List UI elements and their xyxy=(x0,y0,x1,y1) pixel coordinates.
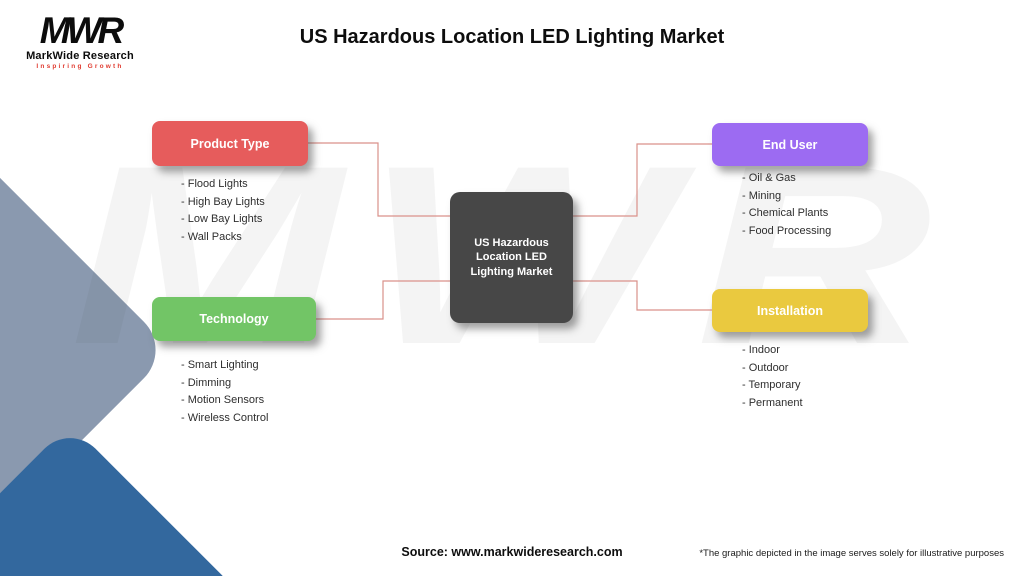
list-item: - Mining xyxy=(742,189,782,202)
list-item: - Wall Packs xyxy=(181,230,242,243)
category-items-end-user: - Oil & Gas - Mining - Chemical Plants -… xyxy=(742,170,831,240)
footer-disclaimer: *The graphic depicted in the image serve… xyxy=(699,548,1004,559)
category-box-product-type: Product Type xyxy=(152,121,308,166)
connector-technology xyxy=(316,280,450,320)
list-item: - Wireless Control xyxy=(181,411,269,424)
list-item: - Oil & Gas xyxy=(742,172,796,184)
connector-end-user xyxy=(573,143,712,217)
footer-source: Source: www.markwideresearch.com xyxy=(401,545,623,559)
category-items-product-type: - Flood Lights - High Bay Lights - Low B… xyxy=(181,176,265,246)
category-label-end-user: End User xyxy=(762,137,818,152)
category-box-technology: Technology xyxy=(152,297,316,341)
list-item: - Outdoor xyxy=(742,361,789,374)
category-label-technology: Technology xyxy=(199,312,269,326)
category-items-technology: - Smart Lighting - Dimming - Motion Sens… xyxy=(181,357,268,427)
list-item: - Flood Lights xyxy=(181,178,248,190)
category-label-product-type: Product Type xyxy=(190,136,270,151)
logo-acronym: MWR xyxy=(39,10,124,51)
category-box-installation: Installation xyxy=(712,289,868,332)
page-title: US Hazardous Location LED Lighting Marke… xyxy=(299,26,725,48)
list-item: - High Bay Lights xyxy=(181,195,265,208)
logo-name: MarkWide Research xyxy=(26,50,134,62)
list-item: - Food Processing xyxy=(742,224,832,237)
center-node-label: US Hazardous Location LED Lighting Marke… xyxy=(470,237,553,278)
category-items-installation: - Indoor - Outdoor - Temporary - Permane… xyxy=(742,342,803,412)
logo: MWR MarkWide Research Inspiring Growth xyxy=(20,12,140,70)
category-box-end-user: End User xyxy=(712,123,868,166)
center-node: US Hazardous Location LED Lighting Marke… xyxy=(450,192,573,323)
connector-product-type xyxy=(308,142,450,217)
category-label-installation: Installation xyxy=(757,303,823,318)
list-item: - Chemical Plants xyxy=(742,207,829,219)
list-item: - Dimming xyxy=(181,376,232,389)
connector-installation xyxy=(573,280,712,311)
list-item: - Motion Sensors xyxy=(181,394,265,406)
logo-tagline: Inspiring Growth xyxy=(36,63,124,70)
list-item: - Indoor xyxy=(742,344,780,356)
list-item: - Temporary xyxy=(742,379,801,391)
list-item: - Smart Lighting xyxy=(181,359,259,371)
list-item: - Low Bay Lights xyxy=(181,213,263,225)
list-item: - Permanent xyxy=(742,396,803,409)
